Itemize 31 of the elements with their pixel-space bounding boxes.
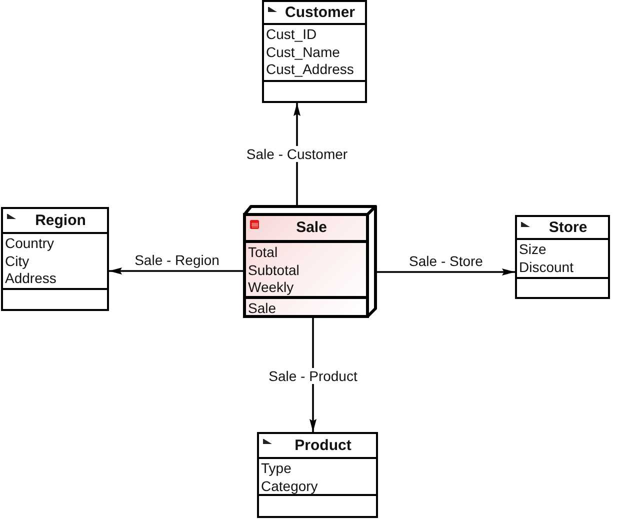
entity-box: [1, 207, 109, 311]
entity-box: [257, 432, 378, 518]
arrow: [377, 268, 515, 276]
edge-label: Sale - Region: [134, 252, 220, 268]
attribute-text: Subtotal: [248, 262, 300, 279]
attribute-text: Cust_ID: [266, 26, 317, 44]
attribute-text: Discount: [519, 258, 574, 276]
attribute-text: Type: [261, 460, 292, 478]
arrow: [109, 268, 243, 274]
entity-name: Store: [548, 218, 588, 236]
attribute-text: Address: [5, 270, 56, 288]
attribute-text: Country: [5, 235, 54, 252]
entity-name: Customer: [284, 4, 356, 22]
edge-label: Sale - Customer: [245, 146, 349, 162]
entity-box: [243, 205, 377, 318]
entity-box: [515, 215, 610, 299]
attribute-text: Cust_Name: [266, 44, 340, 61]
attribute-text: Category: [261, 478, 318, 495]
edge-label: Sale - Product: [268, 368, 358, 384]
edge-label: Sale - Store: [408, 253, 484, 269]
attribute-text: Sale: [248, 300, 276, 318]
attribute-text: City: [5, 252, 30, 270]
entity-box: [262, 0, 367, 103]
entity-name: Product: [294, 436, 352, 454]
attribute-text: Size: [519, 241, 546, 258]
attribute-text: Cust_Address: [266, 61, 354, 78]
entity-name: Sale: [295, 219, 328, 237]
arrow: [310, 318, 316, 432]
attribute-text: Weekly: [248, 279, 294, 296]
entity-name: Region: [34, 212, 87, 230]
attribute-text: Total: [248, 244, 278, 262]
